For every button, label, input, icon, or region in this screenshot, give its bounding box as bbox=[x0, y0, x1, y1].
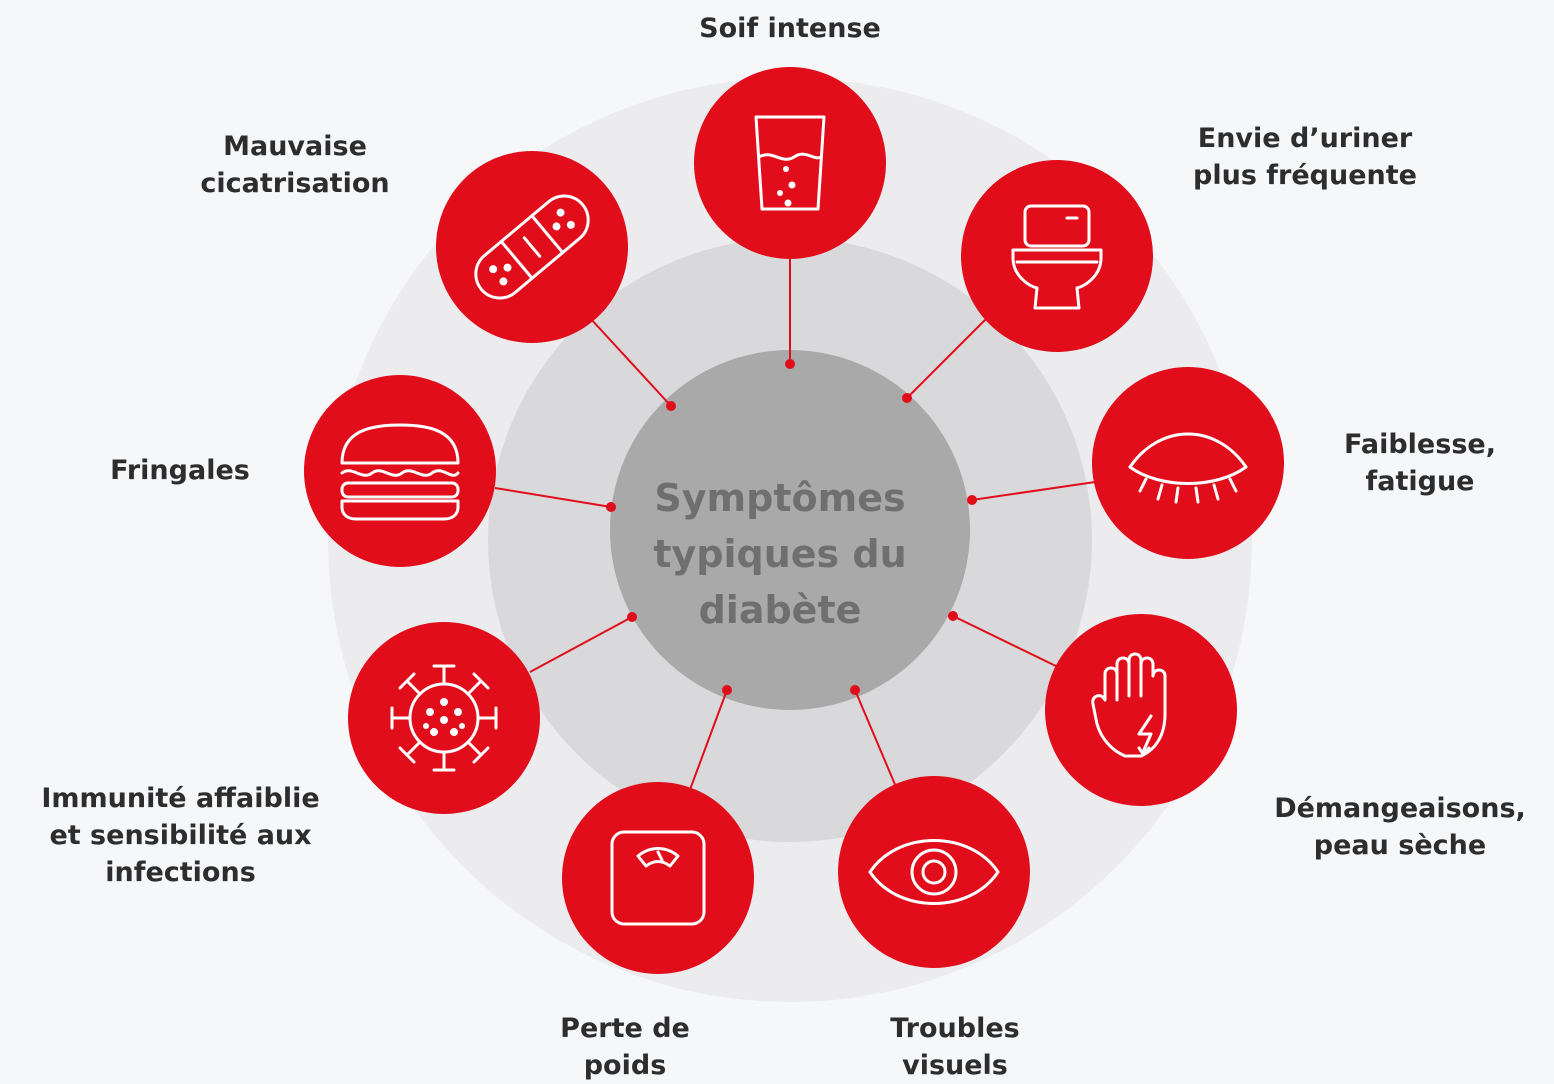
center-title-line-3: diabète bbox=[698, 588, 862, 632]
label-line: Envie d’uriner bbox=[1197, 123, 1413, 154]
label-mauvaise-cicatrisation: Mauvaise cicatrisation bbox=[170, 128, 420, 202]
connector-cicatrisation bbox=[589, 317, 672, 407]
connector-fringales bbox=[494, 487, 612, 508]
label-line: peau sèche bbox=[1313, 830, 1487, 861]
hand-lightning-icon bbox=[1091, 652, 1167, 758]
circle-soif bbox=[694, 67, 886, 259]
circle-poids bbox=[562, 782, 754, 974]
label-line: cicatrisation bbox=[200, 168, 390, 199]
label-immunite: Immunité affaiblie et sensibilité aux in… bbox=[8, 780, 353, 891]
label-line: Fringales bbox=[110, 455, 250, 486]
label-line: Démangeaisons, bbox=[1274, 793, 1526, 824]
eye-icon bbox=[868, 839, 1000, 905]
connector-fatigue bbox=[971, 481, 1096, 501]
connector-poids bbox=[687, 689, 728, 796]
connector-demangeaisons bbox=[952, 615, 1061, 669]
label-line: Perte de bbox=[560, 1013, 690, 1044]
center-title-line-1: Symptômes bbox=[654, 476, 906, 520]
burger-icon bbox=[340, 423, 460, 521]
bandage-icon bbox=[474, 194, 590, 300]
scale-icon bbox=[610, 830, 706, 926]
label-line: Mauvaise bbox=[223, 131, 367, 162]
label-line: plus fréquente bbox=[1193, 160, 1417, 191]
label-soif-intense: Soif intense bbox=[625, 10, 955, 47]
center-disc bbox=[610, 350, 970, 710]
label-line: et sensibilité aux bbox=[49, 820, 312, 851]
label-troubles-visuels: Troubles visuels bbox=[840, 1010, 1070, 1084]
glass-of-water-icon bbox=[754, 115, 826, 211]
label-perte-poids: Perte de poids bbox=[510, 1010, 740, 1084]
label-line: poids bbox=[583, 1050, 667, 1081]
circle-fringales bbox=[304, 375, 496, 567]
label-line: Troubles bbox=[890, 1013, 1020, 1044]
connector-uriner bbox=[906, 316, 989, 399]
connector-immunite bbox=[529, 616, 633, 673]
label-line: Immunité affaiblie bbox=[41, 783, 320, 814]
circle-troubles bbox=[838, 776, 1030, 968]
label-fringales: Fringales bbox=[80, 452, 280, 489]
circle-uriner bbox=[961, 160, 1153, 352]
circle-demangeaisons bbox=[1045, 614, 1237, 806]
center-title-line-2: typiques du bbox=[653, 532, 907, 576]
icon-circles bbox=[304, 67, 1284, 974]
label-line: visuels bbox=[902, 1050, 1008, 1081]
label-envie-uriner: Envie d’uriner plus fréquente bbox=[1150, 120, 1460, 194]
label-line: fatigue bbox=[1365, 466, 1475, 497]
circle-fatigue bbox=[1092, 367, 1284, 559]
closed-eye-icon bbox=[1128, 432, 1248, 504]
toilet-icon bbox=[1011, 204, 1103, 310]
virus-icon bbox=[390, 664, 498, 772]
label-demangeaisons: Démangeaisons, peau sèche bbox=[1250, 790, 1550, 864]
label-line: infections bbox=[105, 857, 256, 888]
label-line: Soif intense bbox=[699, 13, 881, 44]
center-title: Symptômes typiques du diabète bbox=[610, 470, 950, 638]
connectors bbox=[494, 248, 1096, 796]
label-line: Faiblesse, bbox=[1344, 429, 1496, 460]
label-faiblesse-fatigue: Faiblesse, fatigue bbox=[1310, 426, 1530, 500]
connector-troubles bbox=[854, 689, 900, 795]
